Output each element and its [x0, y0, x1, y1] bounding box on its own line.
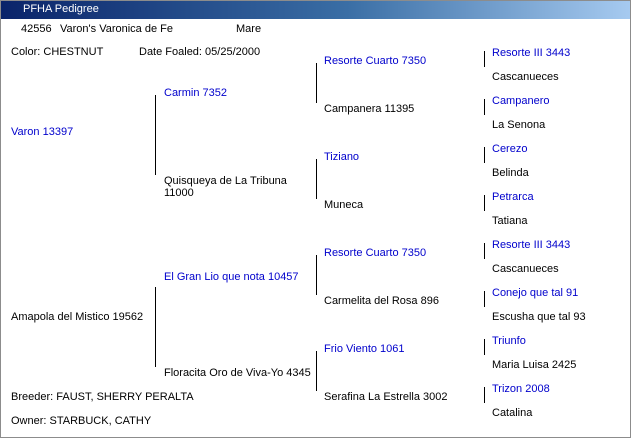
sire-link[interactable]: Varon 13397 — [11, 126, 74, 138]
gen4-name-6: Belinda — [492, 167, 529, 179]
gen4-name-12: Escusha que tal 93 — [492, 311, 586, 323]
gen3-name-6: Carmelita del Rosa 896 — [324, 295, 439, 307]
bracket-line-g4-6 — [484, 291, 485, 307]
bracket-line-g4-1 — [484, 51, 485, 67]
gen4-name-14: Maria Luisa 2425 — [492, 359, 577, 371]
bracket-line-g3-4 — [316, 351, 317, 391]
gen3-link-1[interactable]: Resorte Cuarto 7350 — [324, 55, 427, 67]
gen4-link-9[interactable]: Resorte III 3443 — [492, 239, 571, 251]
gen4-link-13[interactable]: Triunfo — [492, 335, 526, 347]
bracket-line-g3-1 — [316, 63, 317, 103]
title-bar: PFHA Pedigree — [1, 1, 630, 19]
gen3-link-5[interactable]: Resorte Cuarto 7350 — [324, 247, 427, 259]
dam-name: Amapola del Mistico 19562 — [11, 311, 144, 323]
gen4-link-7[interactable]: Petrarca — [492, 191, 534, 203]
gen4-link-5[interactable]: Cerezo — [492, 143, 528, 155]
gen4-link-1[interactable]: Resorte III 3443 — [492, 47, 571, 59]
dam-sire-link[interactable]: El Gran Lio que nota 10457 — [164, 271, 299, 283]
gen3-name-8: Serafina La Estrella 3002 — [324, 391, 448, 403]
gen4-name-2: Cascanueces — [492, 71, 559, 83]
horse-sex: Mare — [236, 23, 262, 35]
bracket-line-g4-7 — [484, 339, 485, 355]
gen4-link-3[interactable]: Campanero — [492, 95, 550, 107]
breeder-label: Breeder: FAUST, SHERRY PERALTA — [11, 391, 194, 403]
gen3-link-7[interactable]: Frio Viento 1061 — [324, 343, 405, 355]
gen3-link-3[interactable]: Tiziano — [324, 151, 360, 163]
sire-sire-link[interactable]: Carmin 7352 — [164, 87, 227, 99]
sire-bracket-line — [155, 95, 156, 175]
gen4-link-11[interactable]: Conejo que tal 91 — [492, 287, 579, 299]
sire-dam-name: Quisqueya de La Tribuna — [164, 175, 287, 187]
sire-dam-clipped-number: 11000 — [164, 187, 194, 196]
owner-label: Owner: STARBUCK, CATHY — [11, 415, 152, 427]
gen4-name-4: La Senona — [492, 119, 546, 131]
gen4-name-16: Catalina — [492, 407, 533, 419]
gen3-name-2: Campanera 11395 — [324, 103, 415, 115]
bracket-line-g4-8 — [484, 387, 485, 403]
gen4-link-15[interactable]: Trizon 2008 — [492, 383, 550, 395]
bracket-line-g4-5 — [484, 243, 485, 259]
gen4-name-8: Tatiana — [492, 215, 528, 227]
dam-dam-name: Floracita Oro de Viva-Yo 4345 — [164, 367, 311, 379]
bracket-line-g3-2 — [316, 159, 317, 199]
gen3-name-4: Muneca — [324, 199, 364, 211]
window-title: PFHA Pedigree — [23, 3, 99, 15]
bracket-line-g4-2 — [484, 99, 485, 115]
horse-name: Varon's Varonica de Fe — [60, 23, 173, 35]
bracket-line-g4-4 — [484, 195, 485, 211]
bracket-line-g3-3 — [316, 255, 317, 295]
color-label: Color: CHESTNUT — [11, 46, 104, 58]
gen4-name-10: Cascanueces — [492, 263, 559, 275]
registration-number: 42556 — [21, 23, 52, 35]
bracket-line-g4-3 — [484, 147, 485, 163]
dam-bracket-line — [155, 287, 156, 367]
date-foaled-label: Date Foaled: 05/25/2000 — [139, 46, 261, 58]
